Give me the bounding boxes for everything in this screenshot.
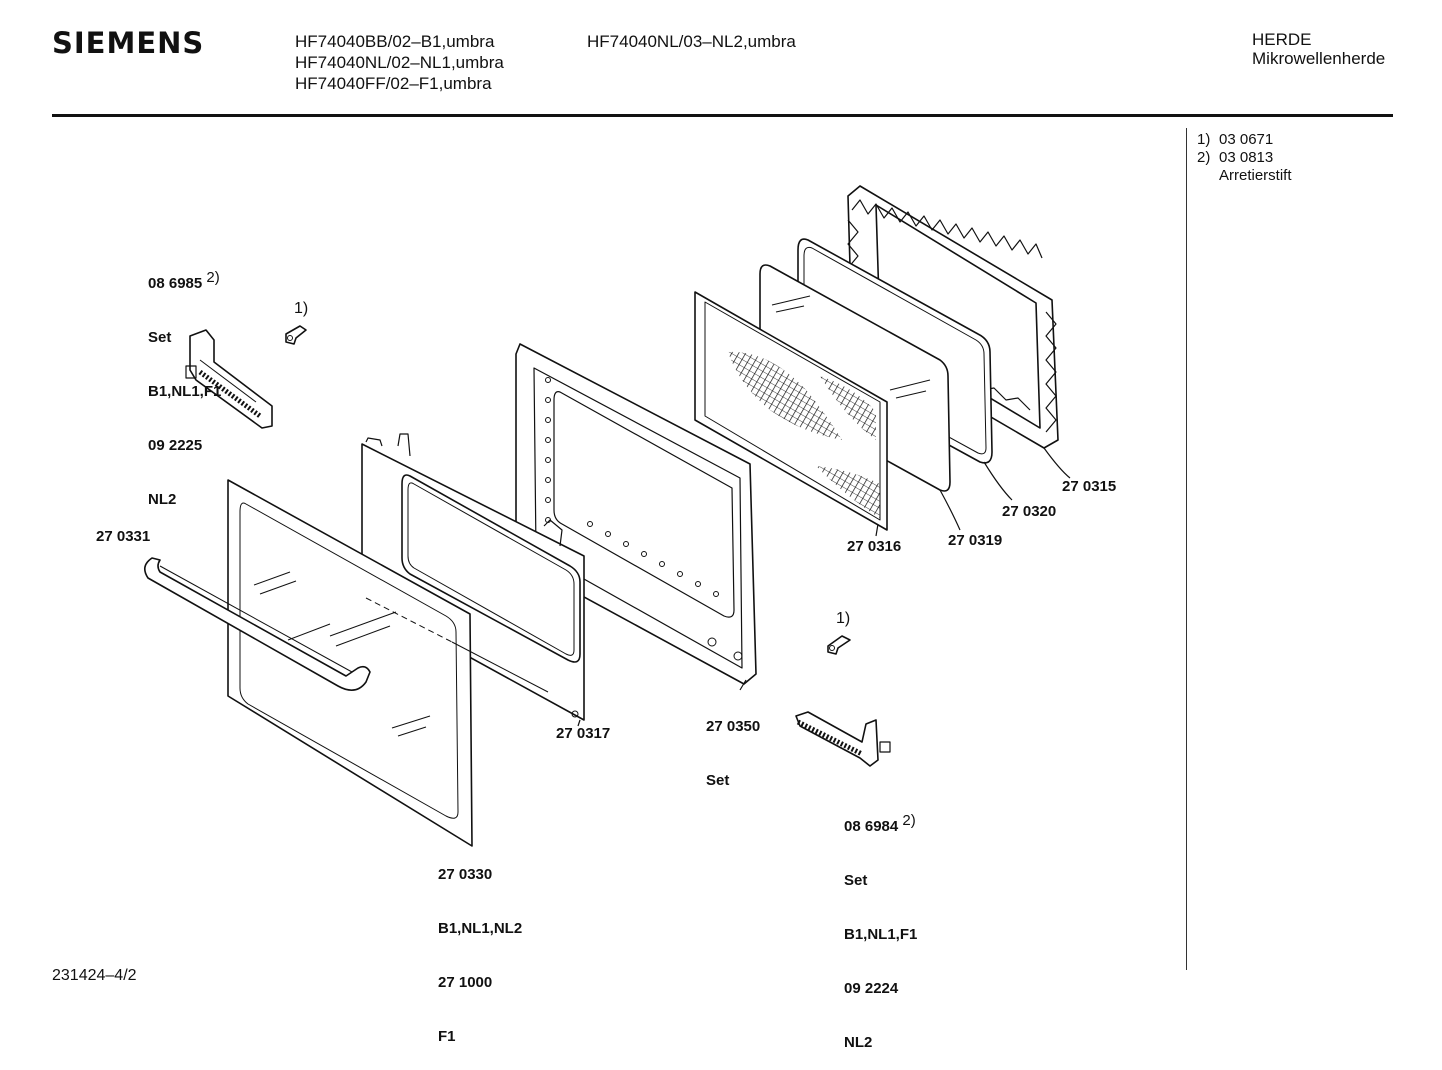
label-line: Set	[844, 872, 868, 889]
model-line: HF74040FF/02–F1,umbra	[295, 74, 492, 93]
label-line: 08 6985 2)	[148, 269, 221, 293]
model-line: HF74040NL/02–NL1,umbra	[295, 53, 504, 72]
label-270315: 27 0315	[1062, 478, 1117, 495]
label-270330: 27 0330 B1,NL1,NL2 27 1000 F1	[438, 830, 522, 1064]
part-270317-window-panel	[361, 433, 585, 721]
label-pin-left-ref: 1)	[294, 300, 309, 317]
label-hinge-left: 08 6985 2) Set B1,NL1,F1 09 2225 NL2	[148, 233, 221, 527]
notes-divider	[1186, 128, 1187, 970]
label-line: NL2	[844, 1034, 873, 1051]
category: HERDE Mikrowellenherde	[1252, 30, 1385, 68]
leader-lines	[577, 447, 1071, 727]
label-line: 27 0330	[438, 866, 493, 883]
model-line: HF74040NL/03–NL2,umbra	[587, 32, 796, 51]
footnote: 1) 03 0671	[1197, 131, 1292, 149]
part-086985-hinge-left	[185, 329, 273, 429]
label-270317: 27 0317	[556, 725, 611, 742]
label-line: Set	[148, 329, 172, 346]
label-270319: 27 0319	[948, 532, 1003, 549]
pin-right	[827, 635, 851, 655]
footnote: Arretierstift	[1197, 167, 1292, 185]
label-line: NL2	[148, 491, 177, 508]
header-rule	[52, 114, 1393, 117]
label-line: B1,NL1,NL2	[438, 920, 523, 937]
footnote-text: 03 0813	[1219, 149, 1274, 166]
label-line: 09 2225	[148, 437, 203, 454]
footnote: 2) 03 0813	[1197, 149, 1292, 167]
part-number: 08 6984	[844, 818, 899, 835]
label-hinge-right: 08 6984 2) Set B1,NL1,F1 09 2224 NL2	[844, 776, 917, 1070]
document-number: 231424–4/2	[52, 967, 137, 984]
label-270350: 27 0350 Set	[706, 682, 760, 808]
exploded-door-drawing	[144, 185, 1071, 847]
pin-left	[285, 325, 307, 345]
footnote-ref: 2)	[206, 269, 220, 286]
label-line: F1	[438, 1028, 456, 1045]
footnote-text: Arretierstift	[1219, 167, 1292, 184]
label-line: B1,NL1,F1	[148, 383, 222, 400]
label-270331: 27 0331	[96, 528, 151, 545]
part-number: 08 6985	[148, 275, 203, 292]
footnote-number: 1)	[1197, 131, 1211, 148]
footnote-number: 2)	[1197, 149, 1211, 166]
label-line: 27 1000	[438, 974, 493, 991]
model-list-1: HF74040BB/02–B1,umbra HF74040NL/02–NL1,u…	[295, 31, 504, 94]
label-270320: 27 0320	[1002, 503, 1057, 520]
siemens-logo: SIEMENS	[52, 26, 205, 60]
label-line: Set	[706, 772, 730, 789]
label-270316: 27 0316	[847, 538, 902, 555]
label-line: B1,NL1,F1	[844, 926, 918, 943]
label-line: 27 0350	[706, 718, 761, 735]
part-086984-hinge-right	[795, 711, 891, 767]
frame-holes	[545, 377, 743, 661]
footnote-ref: 2)	[902, 812, 916, 829]
model-line: HF74040BB/02–B1,umbra	[295, 32, 495, 51]
category-line: Mikrowellenherde	[1252, 49, 1386, 68]
part-270316-mesh-screen	[694, 291, 888, 531]
part-270331-handle	[144, 557, 371, 691]
category-line: HERDE	[1252, 30, 1312, 49]
footnotes: 1) 03 0671 2) 03 0813 Arretierstift	[1197, 131, 1292, 185]
model-list-2: HF74040NL/03–NL2,umbra	[587, 31, 796, 52]
label-line: 09 2224	[844, 980, 899, 997]
label-line: 08 6984 2)	[844, 812, 917, 836]
footnote-text: 03 0671	[1219, 131, 1274, 148]
label-pin-right-ref: 1)	[836, 610, 851, 627]
